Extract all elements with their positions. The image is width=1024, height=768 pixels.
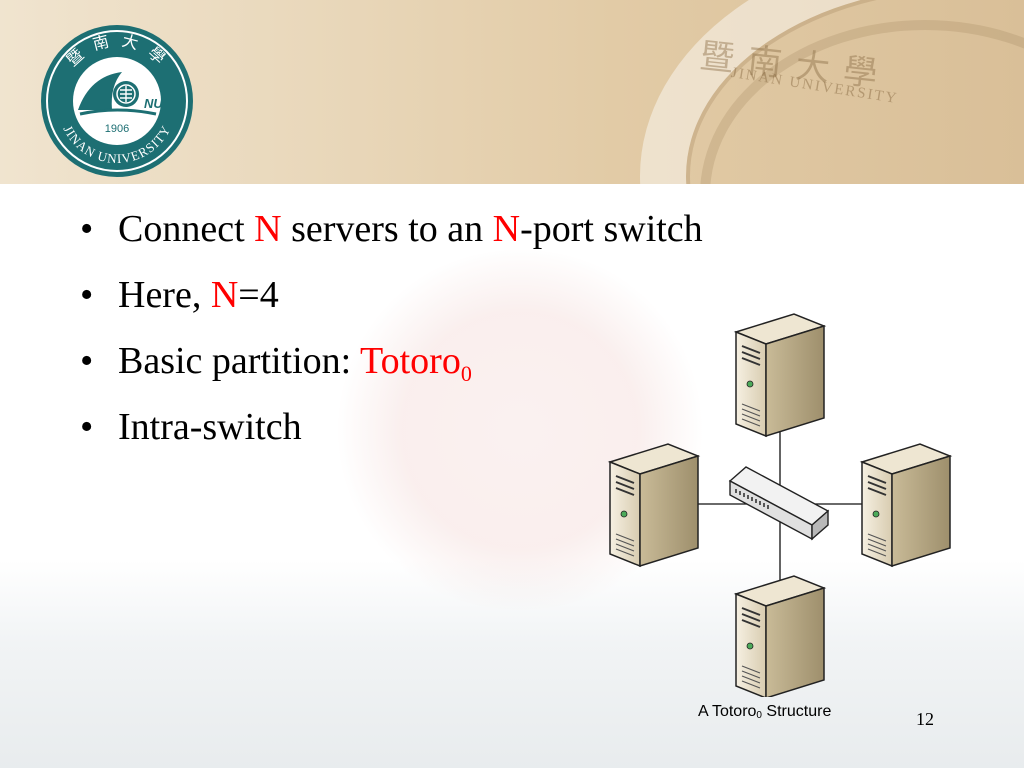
bullet-item: • Intra-switch [80, 394, 703, 460]
bullet-list: • Connect N servers to an N-port switch … [80, 196, 703, 460]
totoro-structure-diagram [609, 313, 951, 697]
variable-n: N [492, 208, 521, 250]
variable-n: N [254, 208, 282, 250]
bullet-glyph: • [80, 274, 94, 316]
bullet-glyph: • [80, 208, 94, 250]
background-bottom-decoration [0, 560, 1024, 768]
switch-icon [728, 466, 830, 541]
server-icon [609, 443, 699, 567]
server-icon [861, 443, 951, 567]
bullet-item: • Here, N=4 [80, 262, 703, 328]
caption-subscript: 0 [756, 710, 762, 721]
totoro-term: Totoro [360, 340, 461, 382]
bullet-item: • Basic partition: Totoro0 [80, 328, 703, 394]
university-logo: 暨 南 大 學 JINAN UNIVERSITY NU 1906 [41, 25, 193, 177]
svg-text:NU: NU [144, 96, 163, 111]
server-icon [735, 313, 825, 437]
header-banner: 暨南大學 JINAN UNIVERSITY 暨 南 大 學 JINAN UNIV… [0, 0, 1024, 184]
totoro-subscript: 0 [460, 361, 472, 386]
slide-number: 12 [916, 709, 934, 729]
variable-n: N [210, 274, 239, 316]
bullet-glyph: • [80, 340, 94, 382]
figure-caption: A Totoro0 Structure [698, 703, 832, 721]
bullet-glyph: • [80, 406, 94, 448]
bullet-item: • Connect N servers to an N-port switch [80, 196, 703, 262]
logo-year: 1906 [105, 123, 129, 135]
server-icon [735, 575, 825, 697]
